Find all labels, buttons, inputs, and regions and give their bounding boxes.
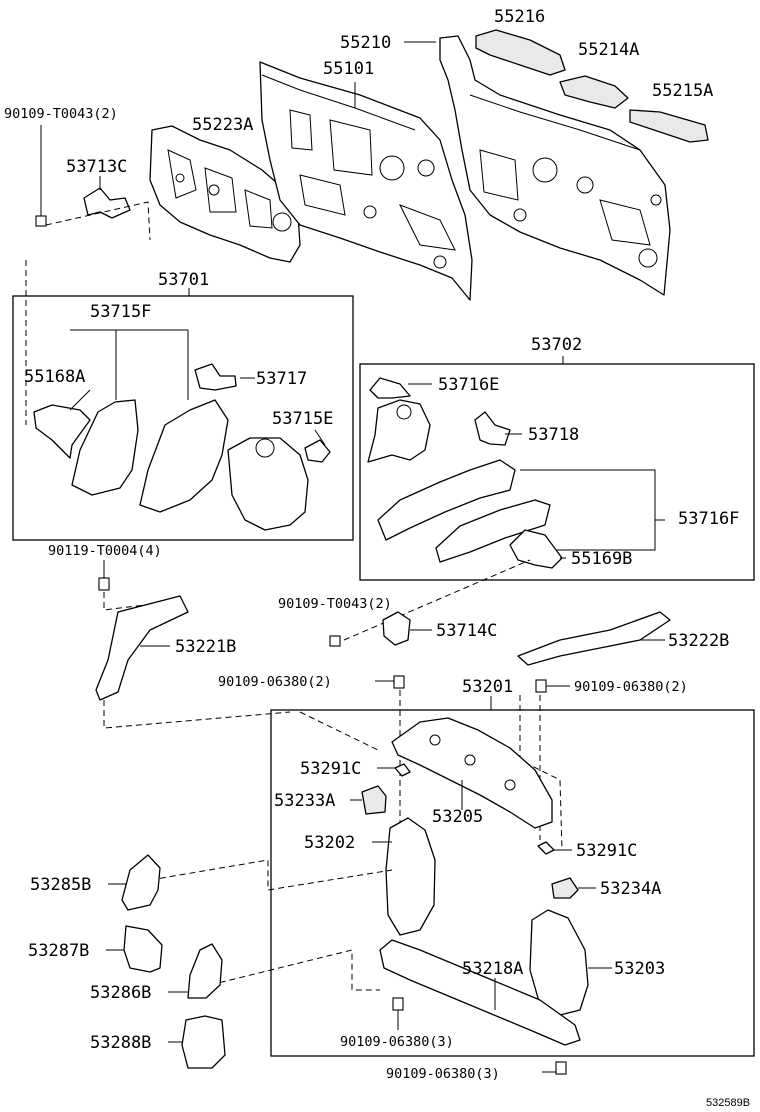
part-53716F-upper-drawing [377, 459, 516, 541]
part-53714C-drawing [382, 611, 411, 646]
label-53287B: 53287B [28, 941, 89, 961]
bolt-90109-T0043-mid [329, 635, 341, 647]
label-90119-T0004: 90119-T0004(4) [48, 543, 162, 559]
label-53218A: 53218A [462, 959, 523, 979]
label-group-53702: 53702 [531, 335, 582, 355]
label-53203: 53203 [614, 959, 665, 979]
label-53221B: 53221B [175, 637, 236, 657]
label-55169B: 55169B [571, 549, 632, 569]
bolt-90119-T0004 [98, 560, 110, 591]
part-53716E-drawing [369, 377, 411, 399]
label-53715F: 53715F [90, 302, 151, 322]
part-55101-drawing [259, 61, 473, 301]
part-53222B-drawing [517, 611, 671, 666]
part-53717-drawing [194, 363, 237, 391]
part-53715E-apron-drawing [227, 437, 309, 531]
part-53715F-right-drawing [139, 399, 229, 513]
part-53233A-drawing [361, 785, 387, 815]
label-53714C: 53714C [436, 621, 497, 641]
label-90109-T0043-top: 90109-T0043(2) [4, 106, 118, 122]
part-53713C-drawing [83, 187, 131, 219]
label-55215A: 55215A [652, 81, 713, 101]
label-90109-06380-right: 90109-06380(2) [574, 679, 688, 695]
label-53718: 53718 [528, 425, 579, 445]
part-53234A-drawing [551, 877, 579, 899]
group-53201-box [270, 709, 755, 1057]
label-53291C-lower: 53291C [576, 841, 637, 861]
part-55216-drawing [475, 29, 566, 76]
part-53718-drawing [474, 411, 511, 446]
bolt-90109-06380-left [375, 675, 405, 689]
bolt-90109-T0043-top [35, 125, 47, 227]
label-55216: 55216 [494, 7, 545, 27]
label-90109-T0043-mid: 90109-T0043(2) [278, 596, 392, 612]
label-55214A: 55214A [578, 40, 639, 60]
label-53717: 53717 [256, 369, 307, 389]
bolt-90109-06380-lower-left [392, 997, 404, 1030]
part-55210-drawing [439, 35, 671, 296]
part-55223A-drawing [149, 125, 301, 263]
label-55168A: 55168A [24, 367, 85, 387]
part-53715E-bracket-drawing [304, 439, 331, 463]
part-55215A-drawing [629, 109, 709, 143]
label-53233A: 53233A [274, 791, 335, 811]
part-53716F-lower-drawing [435, 499, 551, 563]
label-53713C: 53713C [66, 157, 127, 177]
part-53205-drawing [391, 717, 553, 829]
bolt-90109-06380-right [535, 679, 570, 693]
label-90109-06380-lower-left: 90109-06380(3) [340, 1034, 454, 1050]
label-53286B: 53286B [90, 983, 151, 1003]
label-group-53201: 53201 [462, 677, 513, 697]
part-53202-drawing [385, 817, 436, 936]
label-90109-06380-lower-right: 90109-06380(3) [386, 1066, 500, 1082]
part-53715F-left-drawing [71, 399, 139, 496]
label-55101: 55101 [323, 59, 374, 79]
group-53701-box [12, 295, 354, 541]
label-53716F: 53716F [678, 509, 739, 529]
diagram-id: 532589B [706, 1097, 750, 1109]
part-53291C-lower-drawing [537, 841, 555, 855]
label-53291C-upper: 53291C [300, 759, 361, 779]
part-53288B-drawing [181, 1015, 226, 1069]
part-53291C-upper-drawing [394, 763, 411, 777]
part-53285B-drawing [121, 854, 161, 911]
label-53222B: 53222B [668, 631, 729, 651]
label-53285B: 53285B [30, 875, 91, 895]
part-55214A-drawing [559, 75, 629, 109]
part-53286B-drawing [187, 943, 223, 999]
label-53288B: 53288B [90, 1033, 151, 1053]
part-53203-drawing [529, 909, 589, 1016]
label-55223A: 55223A [192, 115, 253, 135]
label-53202: 53202 [304, 833, 355, 853]
label-55210: 55210 [340, 33, 391, 53]
part-53716E-apron-drawing [367, 399, 431, 463]
label-90109-06380-left: 90109-06380(2) [218, 674, 332, 690]
label-53234A: 53234A [600, 879, 661, 899]
label-53205: 53205 [432, 807, 483, 827]
part-53218A-drawing [379, 939, 581, 1046]
part-55168A-drawing [33, 404, 91, 459]
part-53287B-drawing [123, 925, 163, 973]
label-group-53701: 53701 [158, 270, 209, 290]
part-55169B-drawing [509, 529, 563, 569]
label-53716E: 53716E [438, 375, 499, 395]
label-53715E: 53715E [272, 409, 333, 429]
bolt-90109-06380-lower-right [542, 1061, 567, 1075]
part-53221B-drawing [95, 595, 189, 701]
group-53702-box [359, 363, 755, 581]
